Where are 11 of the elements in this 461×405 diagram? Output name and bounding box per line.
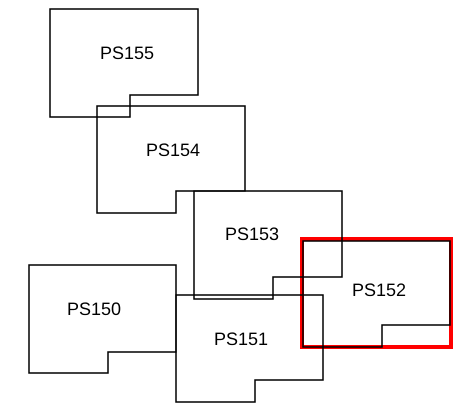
parcel-outline bbox=[49, 8, 199, 118]
parcel-label: PS154 bbox=[146, 140, 200, 160]
parcel-outline bbox=[28, 264, 177, 374]
parcel-label: PS151 bbox=[214, 329, 268, 349]
parcel-label: PS153 bbox=[225, 224, 280, 244]
parcel-label: PS155 bbox=[100, 43, 154, 63]
parcel-outline bbox=[175, 294, 324, 403]
parcel-label: PS152 bbox=[352, 280, 406, 300]
parcel-outline bbox=[193, 190, 343, 300]
parcel-outline bbox=[96, 105, 246, 214]
parcel-label: PS150 bbox=[67, 299, 122, 319]
